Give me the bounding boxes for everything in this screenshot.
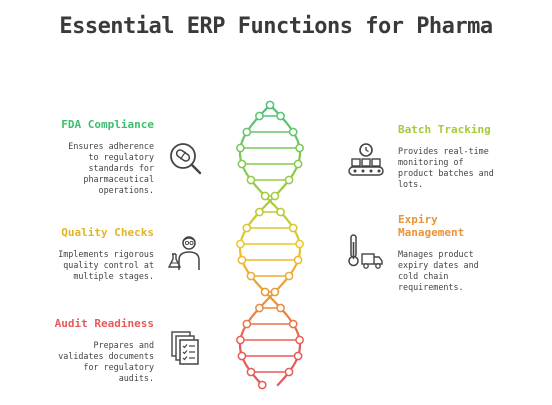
helix-node <box>293 159 303 169</box>
helix-node <box>242 127 252 137</box>
helix-node <box>295 239 304 249</box>
expiry-desc-line: expiry dates and <box>398 260 479 270</box>
expiry-heading-line: Management <box>398 226 465 239</box>
fda-desc-line: standards for <box>88 163 154 173</box>
quality-desc-line: multiple stages. <box>73 271 154 281</box>
helix-node <box>255 111 264 121</box>
helix-node <box>295 143 304 153</box>
helix-node <box>288 127 298 137</box>
helix-node <box>260 287 270 297</box>
helix-node <box>276 303 285 313</box>
helix-node <box>265 100 275 110</box>
fda-compliance-description: Ensures adherence to regulatory standard… <box>20 141 154 196</box>
expiry-management-block: Expiry Management Manages product expiry… <box>398 213 538 293</box>
helix-node <box>284 175 294 185</box>
helix-node <box>270 191 280 201</box>
helix-node <box>293 255 303 265</box>
batch-tracking-heading: Batch Tracking <box>398 123 491 136</box>
batch-desc-line: Provides real-time <box>398 146 489 156</box>
audit-readiness-description: Prepares and validates documents for reg… <box>20 340 154 384</box>
expiry-heading-line: Expiry <box>398 213 438 226</box>
pill-magnifier-icon <box>170 143 202 175</box>
helix-node <box>237 255 247 265</box>
helix-node <box>270 287 280 297</box>
fda-desc-line: to regulatory <box>88 152 154 162</box>
helix-node <box>242 223 252 233</box>
helix-node <box>246 175 256 185</box>
helix-node <box>236 239 245 249</box>
helix-node <box>284 367 294 377</box>
helix-node <box>236 143 245 153</box>
quality-checks-description: Implements rigorous quality control at m… <box>20 249 154 282</box>
diagram-title: Essential ERP Functions for Pharma <box>59 14 493 39</box>
audit-readiness-block: Audit Readiness Prepares and validates d… <box>20 317 154 384</box>
expiry-desc-line: cold chain <box>398 271 449 281</box>
quality-desc-line: Implements rigorous <box>58 249 154 259</box>
fda-desc-line: pharmaceutical <box>83 174 154 184</box>
helix-node <box>237 159 247 169</box>
expiry-management-description: Manages product expiry dates and cold ch… <box>398 249 538 293</box>
audit-desc-line: for regulatory <box>83 362 154 372</box>
batch-desc-line: lots. <box>398 179 424 189</box>
fda-compliance-heading: FDA Compliance <box>61 118 154 131</box>
audit-desc-line: Prepares and <box>93 340 154 350</box>
quality-checks-heading: Quality Checks <box>61 226 154 239</box>
helix-node <box>255 303 264 313</box>
helix-node <box>295 335 304 345</box>
expiry-desc-line: Manages product <box>398 249 474 259</box>
checklist-documents-icon <box>171 331 199 365</box>
helix-node <box>288 319 298 329</box>
helix-node <box>236 335 245 345</box>
helix-node <box>288 223 298 233</box>
helix-node <box>246 367 256 377</box>
batch-desc-line: monitoring of <box>398 157 464 167</box>
batch-tracking-description: Provides real-time monitoring of product… <box>398 146 538 190</box>
fda-desc-line: operations. <box>98 185 154 195</box>
helix-node <box>276 207 285 217</box>
scientist-flask-icon <box>167 236 200 270</box>
audit-desc-line: audits. <box>118 373 154 383</box>
batch-tracking-block: Batch Tracking Provides real-time monito… <box>398 123 538 190</box>
quality-checks-block: Quality Checks Implements rigorous quali… <box>20 226 154 282</box>
audit-desc-line: validates documents <box>58 351 154 361</box>
helix-node <box>276 111 285 121</box>
helix-strand-b <box>276 382 280 387</box>
expiry-management-heading: Expiry Management <box>398 213 538 239</box>
helix-node <box>284 271 294 281</box>
fda-compliance-block: FDA Compliance Ensures adherence to regu… <box>20 118 154 196</box>
helix-node <box>255 207 264 217</box>
helix-node <box>237 351 247 361</box>
thermometer-truck-icon <box>348 234 383 269</box>
helix-node <box>246 271 256 281</box>
quality-desc-line: quality control at <box>63 260 154 270</box>
helix-node <box>242 319 252 329</box>
expiry-desc-line: requirements. <box>398 282 464 292</box>
helix-node <box>257 380 267 390</box>
batch-desc-line: product batches and <box>398 168 494 178</box>
helix-node <box>293 351 303 361</box>
conveyor-clock-icon <box>348 143 384 176</box>
audit-readiness-heading: Audit Readiness <box>54 317 154 330</box>
fda-desc-line: Ensures adherence <box>68 141 154 151</box>
helix-node <box>260 191 270 201</box>
